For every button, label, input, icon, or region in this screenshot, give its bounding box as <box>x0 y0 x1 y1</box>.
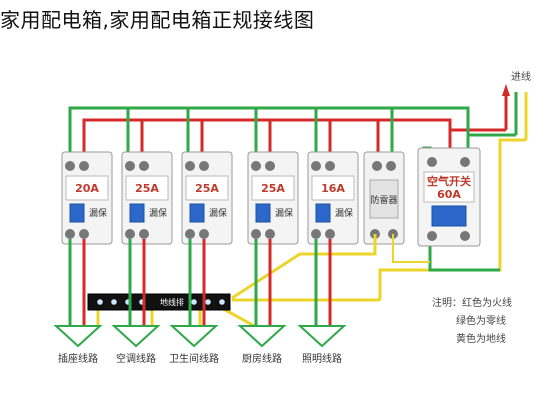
circuit-1: 插座线路 <box>53 239 103 365</box>
breaker-type: 漏保 <box>209 207 227 219</box>
lightning-protector: 防雷器 <box>363 151 405 245</box>
arrow-down-icon <box>53 325 103 348</box>
arrow-up-icon <box>502 84 510 96</box>
circuit-label: 插座线路 <box>58 352 98 365</box>
circuit-3: 卫生间线路 <box>169 239 219 365</box>
main-switch: 空气开关 60A <box>417 147 481 247</box>
page-title: 家用配电箱,家用配电箱正规接线图 <box>0 8 315 32</box>
circuit-2: 空调线路 <box>111 239 161 365</box>
main-switch-label: 空气开关 <box>427 174 471 188</box>
circuit-5: 照明线路 <box>297 239 347 365</box>
main-switch-rating: 60A <box>437 188 461 201</box>
breaker-2: 25A 漏保 <box>121 151 173 245</box>
breaker-type: 漏保 <box>89 207 107 219</box>
breaker-5: 16A 漏保 <box>307 151 359 245</box>
breaker-rating: 25A <box>135 182 159 195</box>
arrow-down-icon <box>111 325 161 348</box>
output-circuits: 插座线路 空调线路卫生间线路 厨房线路 照明线路 <box>53 239 347 365</box>
breaker-row: 20A 漏保 25A 漏保 25A 漏保 25A 漏保 16A 漏保 <box>61 151 359 245</box>
arrow-down-icon <box>297 325 347 348</box>
circuit-label: 空调线路 <box>116 352 156 365</box>
circuit-label: 照明线路 <box>302 352 342 365</box>
arrow-down-icon <box>169 325 219 348</box>
incoming-feeder: 进线 <box>502 70 531 140</box>
breaker-1: 20A 漏保 <box>61 151 113 245</box>
breaker-4: 25A 漏保 <box>247 151 299 245</box>
breaker-type: 漏保 <box>275 207 293 219</box>
legend-heading: 注明：红色为火线 <box>432 296 512 309</box>
legend-earth: 黄色为地线 <box>456 332 506 345</box>
breaker-rating: 25A <box>195 182 219 195</box>
ground-bar-label: 地线排 <box>160 297 184 307</box>
lightning-protector-label: 防雷器 <box>370 194 397 206</box>
circuit-label: 卫生间线路 <box>169 352 219 365</box>
circuit-4: 厨房线路 <box>237 239 287 365</box>
breaker-type: 漏保 <box>149 207 167 219</box>
incoming-label: 进线 <box>511 70 531 83</box>
breaker-rating: 25A <box>261 182 285 195</box>
legend: 注明：红色为火线 绿色为零线 黄色为地线 <box>432 296 512 345</box>
breaker-3: 25A 漏保 <box>181 151 233 245</box>
arrow-down-icon <box>237 325 287 348</box>
legend-neutral: 绿色为零线 <box>456 314 506 327</box>
circuit-label: 厨房线路 <box>242 352 282 365</box>
breaker-type: 漏保 <box>335 207 353 219</box>
ground-bar: 地线排 <box>87 293 231 311</box>
breaker-rating: 16A <box>321 182 345 195</box>
breaker-rating: 20A <box>75 182 99 195</box>
